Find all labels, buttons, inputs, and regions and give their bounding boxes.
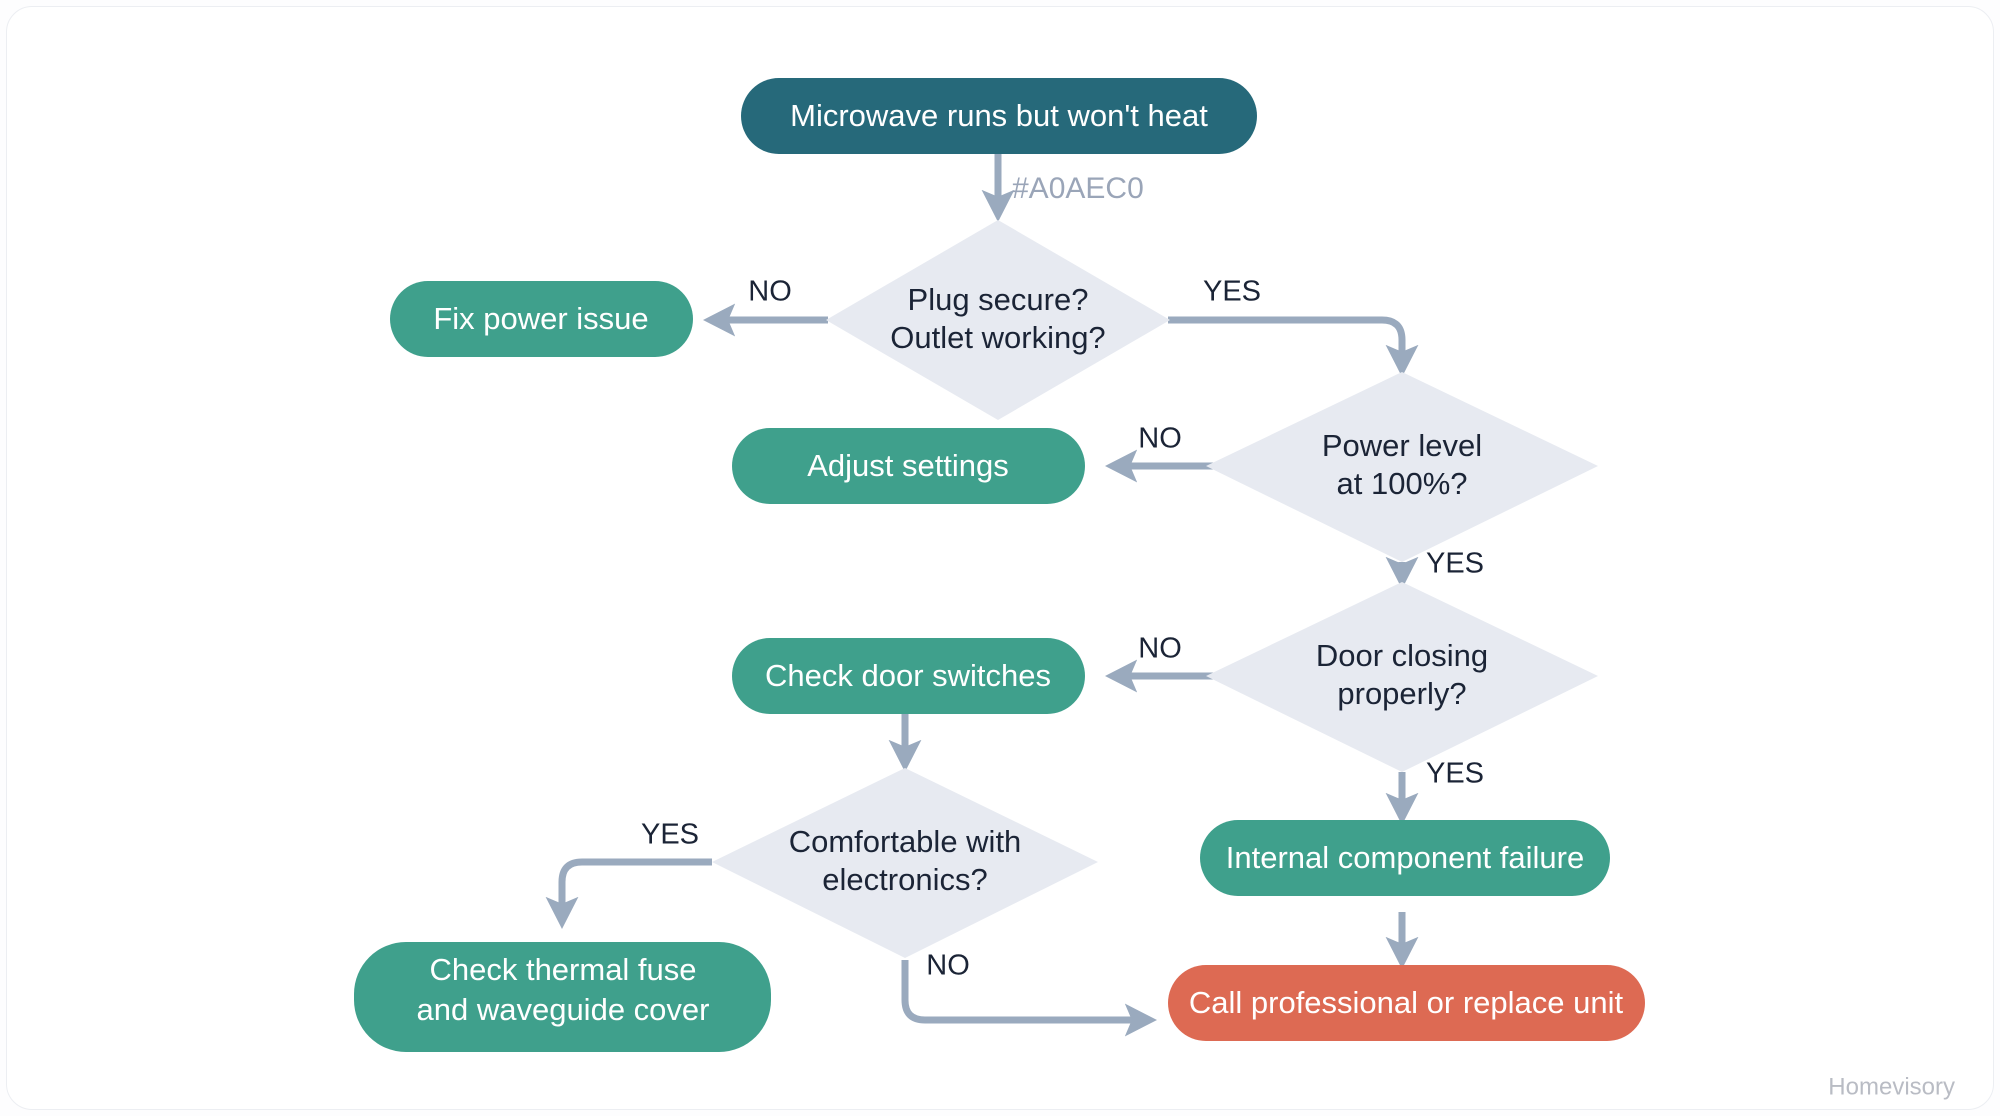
- node-decision-power-level[interactable]: Power level at 100%?: [1206, 372, 1598, 562]
- edge-comfortable-no-to-call: [901, 960, 1158, 1037]
- node-check-door-switches-shape: [732, 638, 1085, 714]
- node-decision-plug-shape: [826, 220, 1170, 420]
- node-decision-power-level-shape: [1206, 372, 1598, 562]
- stray-color-label: #A0AEC0: [1012, 172, 1144, 205]
- node-check-door-switches[interactable]: Check door switches: [732, 638, 1085, 714]
- node-check-door-switches-label: Check door switches: [765, 658, 1051, 693]
- node-decision-comfortable-shape: [712, 768, 1098, 958]
- node-decision-power-level-line2: at 100%?: [1337, 466, 1468, 501]
- node-call-professional-shape: [1168, 965, 1645, 1041]
- node-decision-comfortable-line2: electronics?: [822, 862, 987, 897]
- node-check-thermal-fuse-line1: Check thermal fuse: [429, 952, 696, 987]
- edge-label-powerlevel-yes: YES: [1426, 548, 1484, 580]
- node-start-label: Microwave runs but won't heat: [790, 98, 1208, 133]
- node-decision-door-closing-shape: [1206, 582, 1598, 772]
- node-decision-power-level-line1: Power level: [1322, 428, 1482, 463]
- node-fix-power-issue-shape: [390, 281, 693, 357]
- node-internal-component-failure[interactable]: Internal component failure: [1200, 820, 1610, 896]
- node-fix-power-issue-label: Fix power issue: [433, 301, 648, 336]
- edge-label-plug-no: NO: [748, 276, 792, 308]
- node-decision-door-closing[interactable]: Door closing properly?: [1206, 582, 1598, 772]
- edge-comfortable-yes-to-thermal: [545, 858, 712, 930]
- edge-label-comfortable-yes: YES: [641, 819, 699, 851]
- node-adjust-settings-shape: [732, 428, 1085, 504]
- node-decision-plug-line1: Plug secure?: [908, 282, 1089, 317]
- node-fix-power-issue[interactable]: Fix power issue: [390, 281, 693, 357]
- node-call-professional[interactable]: Call professional or replace unit: [1168, 965, 1645, 1041]
- edge-label-plug-yes: YES: [1203, 276, 1261, 308]
- node-adjust-settings[interactable]: Adjust settings: [732, 428, 1085, 504]
- node-internal-component-failure-label: Internal component failure: [1226, 840, 1584, 875]
- edge-label-powerlevel-no: NO: [1138, 423, 1182, 455]
- edge-label-door-yes: YES: [1426, 758, 1484, 790]
- edge-label-comfortable-no: NO: [926, 950, 970, 982]
- node-decision-comfortable-line1: Comfortable with: [789, 824, 1022, 859]
- node-decision-plug[interactable]: Plug secure? Outlet working?: [826, 220, 1170, 420]
- edge-label-door-no: NO: [1138, 633, 1182, 665]
- node-check-thermal-fuse-shape: [354, 942, 771, 1052]
- edge-plug-yes-to-powerlevel: [1168, 316, 1419, 378]
- node-internal-component-failure-shape: [1200, 820, 1610, 896]
- edge-layer: [545, 152, 1419, 1037]
- node-adjust-settings-label: Adjust settings: [807, 448, 1009, 483]
- watermark: Homevisory: [1828, 1073, 1955, 1100]
- node-decision-comfortable[interactable]: Comfortable with electronics?: [712, 768, 1098, 958]
- node-decision-plug-line2: Outlet working?: [890, 320, 1105, 355]
- edge-label-layer: #A0AEC0 NO YES NO YES NO YES YES NO: [641, 172, 1484, 982]
- node-start[interactable]: Microwave runs but won't heat: [741, 78, 1257, 154]
- node-check-thermal-fuse[interactable]: Check thermal fuse and waveguide cover: [354, 942, 771, 1052]
- node-call-professional-label: Call professional or replace unit: [1189, 985, 1624, 1020]
- node-decision-door-closing-line2: properly?: [1337, 676, 1466, 711]
- node-start-shape: [741, 78, 1257, 154]
- node-check-thermal-fuse-line2: and waveguide cover: [417, 992, 710, 1027]
- node-decision-door-closing-line1: Door closing: [1316, 638, 1488, 673]
